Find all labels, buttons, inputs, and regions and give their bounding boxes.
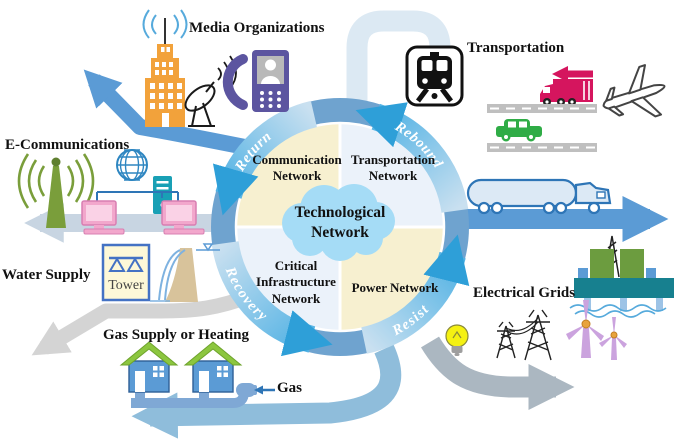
- gas-flow-arrow: [131, 344, 402, 439]
- power-network-label: Power Network: [351, 280, 439, 295]
- resist-arc-arrow: [360, 234, 470, 354]
- power-flow-arrow: [420, 336, 575, 411]
- phone-icon: [222, 50, 289, 112]
- broadcast-building-icon: [142, 9, 188, 127]
- e-communications-label: E-Communications: [5, 137, 130, 153]
- rebound-arc-arrow: [355, 102, 469, 214]
- technological-network-label: Technological Network: [294, 204, 386, 242]
- train-icon: [405, 45, 464, 107]
- network-lines: [96, 191, 179, 202]
- tanker-truck-icon: [466, 178, 612, 215]
- truck-icon: [540, 79, 593, 106]
- house-icon: [119, 341, 243, 393]
- car-icon: [496, 119, 542, 142]
- antenna-icon: [17, 153, 95, 228]
- wind-turbine-icon: [566, 300, 627, 360]
- gas-arrow-icon: [254, 385, 275, 395]
- dam-icon: [150, 243, 220, 302]
- recovery-arc-arrow: [211, 240, 333, 357]
- red-arrow-icon: [552, 66, 593, 82]
- gas-supply-label: Gas Supply or Heating: [103, 327, 250, 343]
- road-icon: [487, 104, 597, 152]
- water-tower-icon: [101, 243, 151, 302]
- electrical-grids-label: Electrical Grids: [473, 285, 576, 301]
- globe-icon: [116, 149, 148, 181]
- computer-icon: [81, 200, 205, 235]
- pylon-icon: [496, 309, 552, 361]
- connector-arch: [346, 10, 451, 102]
- media-organizations-label: Media Organizations: [189, 20, 325, 36]
- water-supply-label: Water Supply: [2, 267, 91, 283]
- gas-label: Gas: [277, 380, 303, 396]
- transportation-label: Transportation: [467, 40, 565, 56]
- communication-network-label: Communication Network: [252, 152, 342, 184]
- transportation-network-label: Transportation Network: [350, 152, 436, 184]
- cloud-icon: [282, 184, 395, 261]
- critical-infrastructure-network-label: Critical Infrastructure Network: [256, 258, 336, 306]
- tower-label: Tower: [108, 278, 144, 293]
- return-arc-arrow: [212, 100, 318, 216]
- lightbulb-icon: [445, 324, 469, 356]
- airplane-icon: [602, 64, 666, 118]
